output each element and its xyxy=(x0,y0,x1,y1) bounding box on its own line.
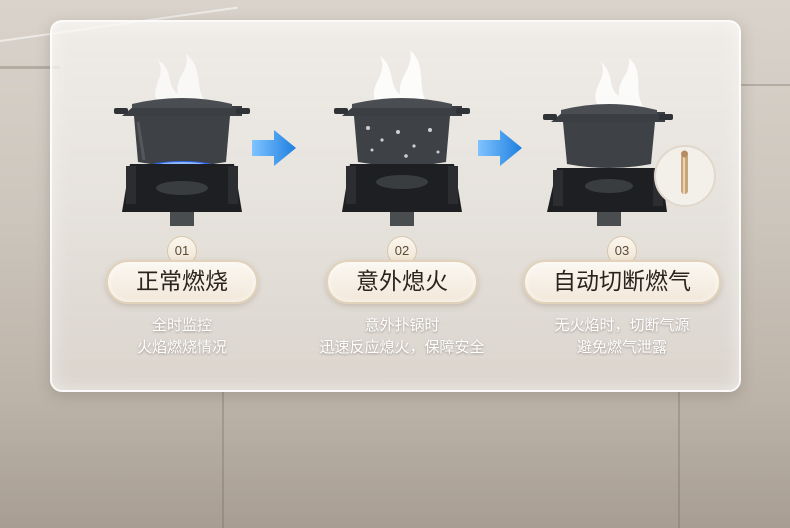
step-description-line-1: 无火焰时，切断气源 xyxy=(554,316,690,334)
step-normal-burning: 01 正常燃烧 全时监控 火焰燃烧情况 xyxy=(82,22,282,394)
step-description: 意外扑锅时 迅速反应熄火，保障安全 xyxy=(302,314,502,358)
arrow-right-icon xyxy=(478,130,522,166)
wall-seam-right xyxy=(741,84,790,86)
steam-icon xyxy=(373,50,428,106)
step-title: 意外熄火 xyxy=(326,260,478,304)
step-accidental-flameout: 02 意外熄火 意外扑锅时 迅速反应熄火，保障安全 xyxy=(302,22,502,394)
pot-overflow-flame-out-image xyxy=(334,50,470,226)
step-auto-gas-cutoff: 03 自动切断燃气 无火焰时，切断气源 避免燃气泄露 xyxy=(517,22,727,394)
pot-on-stove-with-thermocouple-image xyxy=(543,58,716,226)
step-title: 正常燃烧 xyxy=(106,260,258,304)
feature-panel: 01 正常燃烧 全时监控 火焰燃烧情况 xyxy=(50,20,741,392)
arrow-right-icon xyxy=(252,130,296,166)
steam-icon xyxy=(155,54,206,106)
thermocouple-icon xyxy=(654,145,716,207)
pot-on-stove-blue-flame-image xyxy=(114,54,250,226)
step-description: 无火焰时，切断气源 避免燃气泄露 xyxy=(517,314,727,358)
step-description: 全时监控 火焰燃烧情况 xyxy=(82,314,282,358)
step-title: 自动切断燃气 xyxy=(523,260,721,304)
step-description-line-1: 全时监控 xyxy=(151,316,212,334)
steam-icon xyxy=(595,58,643,108)
step-description-line-2: 迅速反应熄火，保障安全 xyxy=(319,338,485,356)
step-description-line-2: 火焰燃烧情况 xyxy=(136,338,227,356)
wall-seam-vertical-2 xyxy=(678,392,680,528)
wall-seam-vertical-1 xyxy=(222,392,224,528)
step-description-line-2: 避免燃气泄露 xyxy=(576,338,667,356)
step-description-line-1: 意外扑锅时 xyxy=(364,316,440,334)
wall-seam-left xyxy=(0,66,60,69)
